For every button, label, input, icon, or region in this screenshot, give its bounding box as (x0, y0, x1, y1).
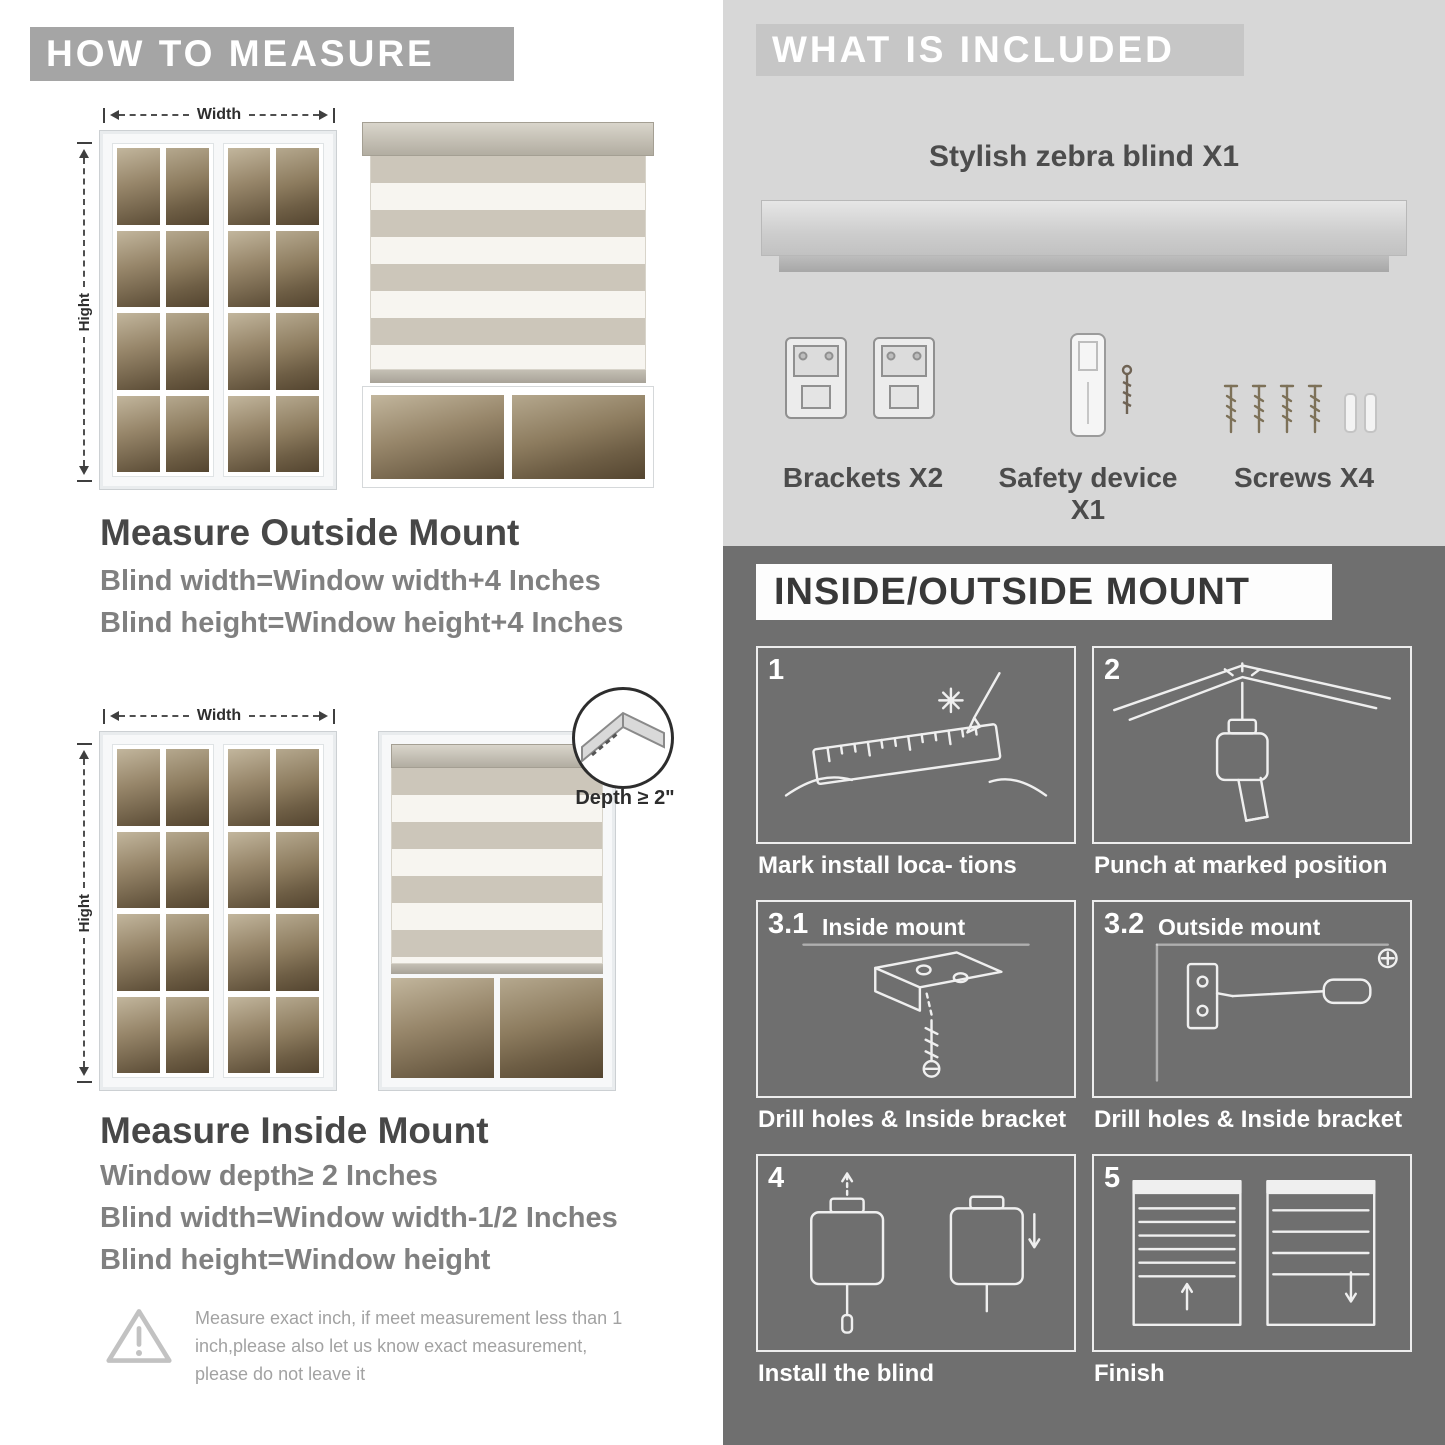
outside-mount-figure: Width Hight (75, 100, 665, 495)
step-inline-label: Inside mount (822, 914, 966, 940)
step-caption: Install the blind (758, 1360, 935, 1387)
window-illustration (99, 731, 337, 1091)
step-1: 1 (756, 646, 1076, 894)
step-caption: Drill holes & Inside bracket (758, 1106, 1067, 1133)
height-arrow: Hight (75, 743, 93, 1084)
safety-device-label: Safety device X1 (998, 462, 1178, 525)
depth-detail-circle (572, 687, 674, 789)
step-3-1-panel: 3.1 Inside mount (756, 900, 1076, 1098)
inside-bracket-illustration (802, 943, 1030, 1078)
step-1-panel: 1 (756, 646, 1076, 844)
mark-install-illustration (784, 672, 1048, 797)
inside-mount-line1: Window depth≥ 2 Inches (100, 1160, 438, 1192)
step-number: 3.2 (1104, 908, 1145, 940)
drill-illustration (1113, 662, 1391, 822)
inside-mount-line2: Blind width=Window width-1/2 Inches (100, 1202, 618, 1234)
step-2: 2 Punch at mar (1092, 646, 1412, 894)
what-is-included-header: WHAT IS INCLUDED (756, 24, 1244, 76)
step-3-2: 3.2 Outside mount (1092, 900, 1412, 1148)
inside-mount-line3: Blind height=Window height (100, 1244, 491, 1276)
step-4: 4 (756, 1154, 1076, 1402)
step-number: 2 (1104, 654, 1121, 686)
safety-device-icon (1070, 333, 1133, 437)
product-label: Stylish zebra blind X1 (928, 140, 1240, 173)
zebra-blind-inside-illustration (378, 731, 616, 1091)
inside-mount-figure: Width Hight (75, 687, 685, 1095)
mount-steps-grid: 1 (756, 646, 1412, 1408)
step-5-panel: 5 (1092, 1154, 1412, 1352)
step-number: 5 (1104, 1162, 1121, 1194)
measure-warning: Measure exact inch, if meet measurement … (105, 1305, 635, 1389)
step-caption: Punch at marked position (1094, 852, 1388, 879)
outside-mount-line2: Blind height=Window height+4 Inches (100, 607, 624, 639)
step-2-panel: 2 (1092, 646, 1412, 844)
warning-triangle-icon (106, 1309, 172, 1363)
step-5: 5 (1092, 1154, 1412, 1402)
width-arrow: Width (103, 707, 335, 725)
step-number: 1 (768, 654, 785, 686)
step-3-1: 3.1 Inside mount (756, 900, 1076, 1148)
window-illustration (99, 130, 337, 490)
warning-text: Measure exact inch, if meet measurement … (195, 1308, 623, 1384)
inside-mount-title: Measure Inside Mount (100, 1110, 489, 1151)
width-label: Width (196, 707, 242, 724)
zebra-blind-outside-illustration (362, 122, 654, 492)
outside-mount-line1: Blind width=Window width+4 Inches (100, 565, 601, 597)
height-label: Hight (75, 893, 93, 933)
screws-label: Screws X4 (1233, 462, 1375, 493)
step-number: 3.1 (768, 908, 809, 940)
step-inline-label: Outside mount (1158, 914, 1321, 940)
step-caption: Mark install loca- tions (758, 852, 1017, 879)
install-blind-illustration (810, 1172, 1041, 1334)
width-arrow: Width (103, 106, 335, 124)
how-to-measure-header: HOW TO MEASURE (30, 27, 514, 81)
step-4-panel: 4 (756, 1154, 1076, 1352)
screws-icon (1223, 384, 1377, 434)
step-number: 4 (768, 1162, 785, 1194)
finished-blinds-illustration (1132, 1180, 1376, 1326)
blind-headrail-lip (779, 256, 1389, 272)
mount-instructions-section: INSIDE/OUTSIDE MOUNT 1 (723, 546, 1445, 1445)
step-caption: Drill holes & Inside bracket (1094, 1106, 1403, 1133)
step-3-2-panel: 3.2 Outside mount (1092, 900, 1412, 1098)
width-label: Width (196, 106, 242, 123)
outside-mount-title: Measure Outside Mount (100, 512, 520, 553)
brackets-icon (785, 337, 935, 419)
blind-headrail-illustration (761, 200, 1407, 256)
mount-header: INSIDE/OUTSIDE MOUNT (756, 564, 1332, 620)
brackets-label: Brackets X2 (782, 462, 944, 493)
what-is-included-section: WHAT IS INCLUDED Stylish zebra blind X1 (723, 0, 1445, 546)
depth-label: Depth ≥ 2" (575, 787, 675, 809)
height-arrow: Hight (75, 142, 93, 483)
height-label: Hight (75, 292, 93, 332)
window-corner-detail-icon (581, 711, 665, 764)
step-caption: Finish (1094, 1360, 1165, 1387)
outside-bracket-illustration (1155, 943, 1398, 1082)
